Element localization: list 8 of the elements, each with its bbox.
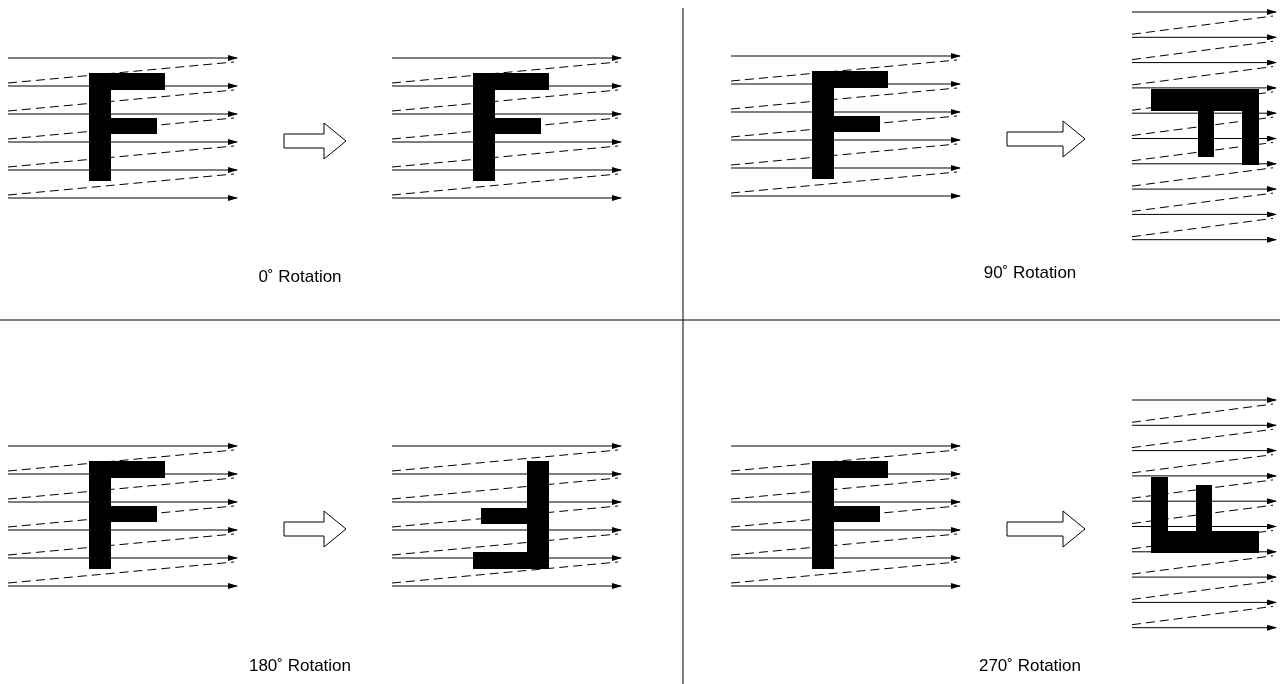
hollow-arrow <box>1006 510 1086 548</box>
caption: 180˚ Rotation <box>248 656 352 674</box>
caption: 0˚ Rotation <box>258 267 342 285</box>
caption: 270˚ Rotation <box>978 656 1082 674</box>
hollow-arrow <box>283 510 347 548</box>
hollow-arrow <box>1006 120 1086 158</box>
hollow-arrow <box>283 122 347 160</box>
caption: 90˚ Rotation <box>983 263 1077 281</box>
